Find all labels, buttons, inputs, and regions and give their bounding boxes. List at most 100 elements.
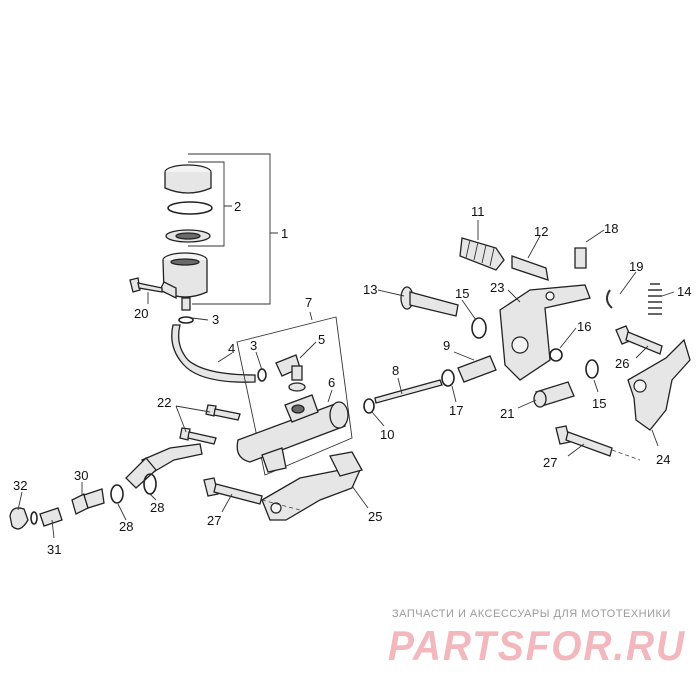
callout-14: 14 (677, 284, 691, 299)
watermark-tagline: ЗАПЧАСТИ И АКСЕССУАРЫ ДЛЯ МОТОТЕХНИКИ (392, 608, 671, 620)
bolt-27b (555, 425, 613, 457)
hose-clamp-lower (257, 368, 267, 382)
callout-24: 24 (656, 452, 670, 467)
callout-12: 12 (534, 224, 548, 239)
callout-2: 2 (234, 199, 241, 214)
bolt-26 (615, 325, 663, 355)
callout-4: 4 (228, 341, 235, 356)
bracket-ticks (224, 205, 278, 234)
callout-3b: 3 (250, 338, 257, 353)
callout-5: 5 (318, 332, 325, 347)
reservoir-seal-ring (167, 201, 213, 215)
seal-10 (363, 398, 375, 414)
leader-5 (299, 341, 317, 359)
bolt-27a (203, 477, 263, 505)
hose-clamp-upper (178, 316, 194, 324)
leader-22 (175, 405, 211, 433)
pushrod-8 (374, 379, 443, 404)
oring-15a (471, 317, 487, 339)
leader-15a (461, 299, 477, 321)
washer-16 (549, 348, 563, 362)
leader-25 (351, 485, 369, 509)
pivot-bolt-13 (400, 286, 459, 317)
leader-17 (451, 385, 457, 403)
callout-8: 8 (392, 363, 399, 378)
leader-19 (619, 271, 637, 295)
callout-15a: 15 (455, 286, 469, 301)
callout-26: 26 (615, 356, 629, 371)
group-7-frame (236, 316, 353, 476)
bolt-22b (179, 427, 217, 445)
callout-16: 16 (577, 319, 591, 334)
callout-20: 20 (134, 306, 148, 321)
leader-6 (327, 389, 333, 403)
callout-17: 17 (449, 403, 463, 418)
clevis-9 (457, 355, 497, 383)
leader-24 (651, 429, 659, 447)
callout-32: 32 (13, 478, 27, 493)
callout-30: 30 (74, 468, 88, 483)
boot-11 (459, 237, 505, 271)
leader-32 (17, 491, 23, 511)
callout-11: 11 (471, 204, 485, 219)
leader-10 (371, 411, 385, 427)
leader-9 (453, 351, 475, 361)
leader-26 (635, 345, 649, 359)
callout-27b: 27 (543, 455, 557, 470)
callout-31: 31 (47, 542, 61, 557)
callout-19: 19 (629, 259, 643, 274)
pin-12 (511, 255, 549, 281)
leader-12 (527, 235, 541, 259)
bolt-22a (205, 404, 241, 421)
callout-7: 7 (305, 295, 312, 310)
reservoir-cap (164, 164, 212, 194)
leader-18 (585, 229, 605, 243)
leader-3a (191, 317, 209, 321)
washer-28a (110, 484, 124, 504)
leader-8 (397, 377, 403, 395)
screw-18 (574, 247, 587, 269)
callout-18: 18 (604, 221, 618, 236)
leader-16 (559, 327, 577, 349)
footrest-bracket-25 (261, 451, 363, 521)
callout-6: 6 (328, 375, 335, 390)
callout-3a: 3 (212, 312, 219, 327)
callout-1: 1 (281, 226, 288, 241)
oring-15b (585, 359, 599, 379)
bracket-1 (188, 153, 271, 305)
callout-9: 9 (443, 338, 450, 353)
leader-3b (255, 351, 263, 371)
callout-13: 13 (363, 282, 377, 297)
leader-7 (309, 311, 313, 321)
feed-hose (171, 324, 256, 383)
leader-21 (517, 399, 537, 409)
callout-25: 25 (368, 509, 382, 524)
adapter-30 (71, 488, 105, 515)
watermark-brand: PARTSFOR.RU (388, 622, 686, 669)
callout-28b: 28 (150, 500, 164, 515)
leader-28a (117, 503, 127, 521)
bracket-2 (188, 161, 225, 247)
leader-14 (661, 291, 675, 297)
leader-4 (217, 352, 233, 363)
adjuster-21 (533, 381, 575, 408)
axis-line-right (611, 449, 641, 461)
lever-bracket-23 (499, 284, 591, 381)
circlip-19 (606, 289, 613, 309)
callout-28a: 28 (119, 519, 133, 534)
return-hose (125, 443, 203, 489)
leader-28b (149, 493, 157, 501)
pedal-arm-24 (627, 338, 691, 431)
callout-23: 23 (490, 280, 504, 295)
callout-21: 21 (500, 406, 514, 421)
leader-31 (51, 519, 55, 539)
leader-27b (567, 443, 585, 457)
fitting-32 (9, 507, 38, 530)
callout-15b: 15 (592, 396, 606, 411)
nipple-31 (39, 507, 63, 527)
callout-22: 22 (157, 395, 171, 410)
callout-27a: 27 (207, 513, 221, 528)
bolt-20 (129, 277, 163, 293)
reservoir-body (159, 252, 208, 311)
